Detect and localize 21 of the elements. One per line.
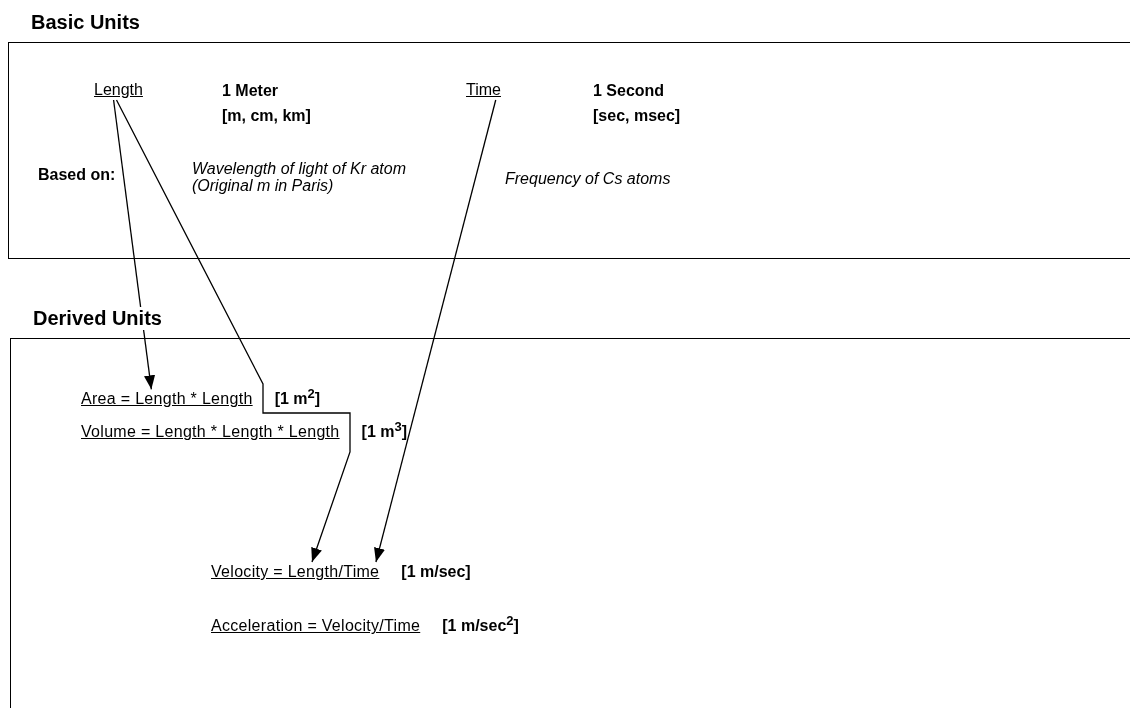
unit-label: [m, cm, km] [222,107,311,124]
note-text: Frequency of Cs atoms [505,170,671,187]
unit-value: [1 m$^{3}$] [361,419,408,442]
unit-term: Length [94,81,143,99]
arrow [112,99,156,390]
formula-text: Area = Length * Length [81,390,253,409]
formula-text: Volume = Length * Length * Length [81,423,340,442]
unit-label: Based on: [38,166,116,183]
formula-text: Acceleration = Velocity/Time [211,617,421,636]
unit-label: [sec, msec] [593,107,681,124]
unit-value: [1 m$^{2}$] [274,386,321,409]
panel-heading: Derived Units [33,307,162,330]
arrow [115,99,351,563]
unit-term: Time [466,81,501,99]
unit-label: 1 Meter [222,82,279,99]
unit-value: [1 m/sec$^{2}$] [442,613,519,636]
unit-label: 1 Second [593,82,665,99]
arrow [374,99,497,563]
formula-text: Velocity = Length/Time [211,563,380,581]
note-text: Wavelength of light of Kr atom (Original m in Paris) [192,160,408,194]
unit-value: [1 m/sec] [401,563,471,581]
